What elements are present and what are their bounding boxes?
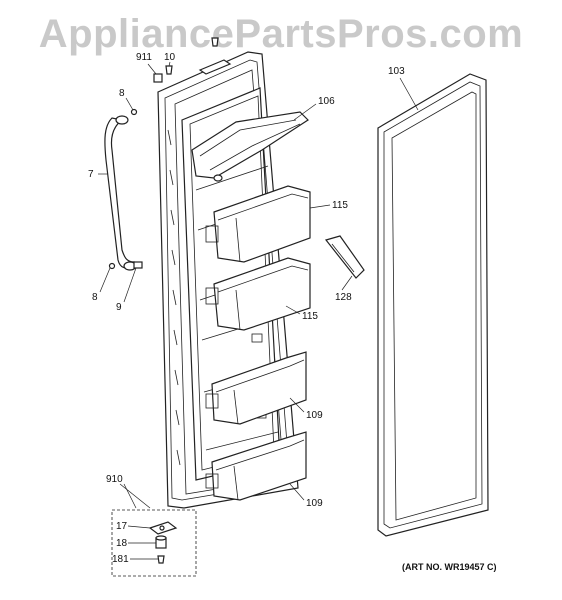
hinge-kit-box [111,509,197,577]
door-bin-lower [205,351,307,425]
callout-128: 128 [335,292,352,303]
bin-cap [324,235,365,279]
door-bin-middle [205,257,311,331]
callout-8-bottom: 8 [92,292,98,303]
callout-106: 106 [318,96,335,107]
callout-109-upper: 109 [306,410,323,421]
callout-8-top: 8 [119,88,125,99]
art-number: (ART NO. WR19457 C) [402,562,497,572]
callout-109-lower: 109 [306,498,323,509]
watermark-logo: AppliancePartsPros.com [38,12,524,56]
callout-17: 17 [116,521,128,532]
callout-9: 9 [116,302,122,313]
callout-115-middle: 115 [302,311,318,322]
callout-115-upper: 115 [332,200,348,211]
callout-10: 10 [164,52,176,63]
callout-18: 18 [116,538,128,549]
callout-7: 7 [88,169,94,180]
leader-lines [98,61,419,560]
door-gasket [377,73,489,537]
door-bin-upper [205,185,311,263]
callout-103: 103 [388,66,405,77]
callout-labels: 911 10 8 7 8 9 106 115 115 128 109 109 1… [88,52,497,572]
dairy-door [191,111,309,182]
door-bin-bottom [205,431,307,501]
callout-181: 181 [112,554,129,565]
callout-910: 910 [106,474,123,485]
callout-911: 911 [136,52,152,63]
top-screws [153,37,219,83]
door-handle [104,108,143,271]
